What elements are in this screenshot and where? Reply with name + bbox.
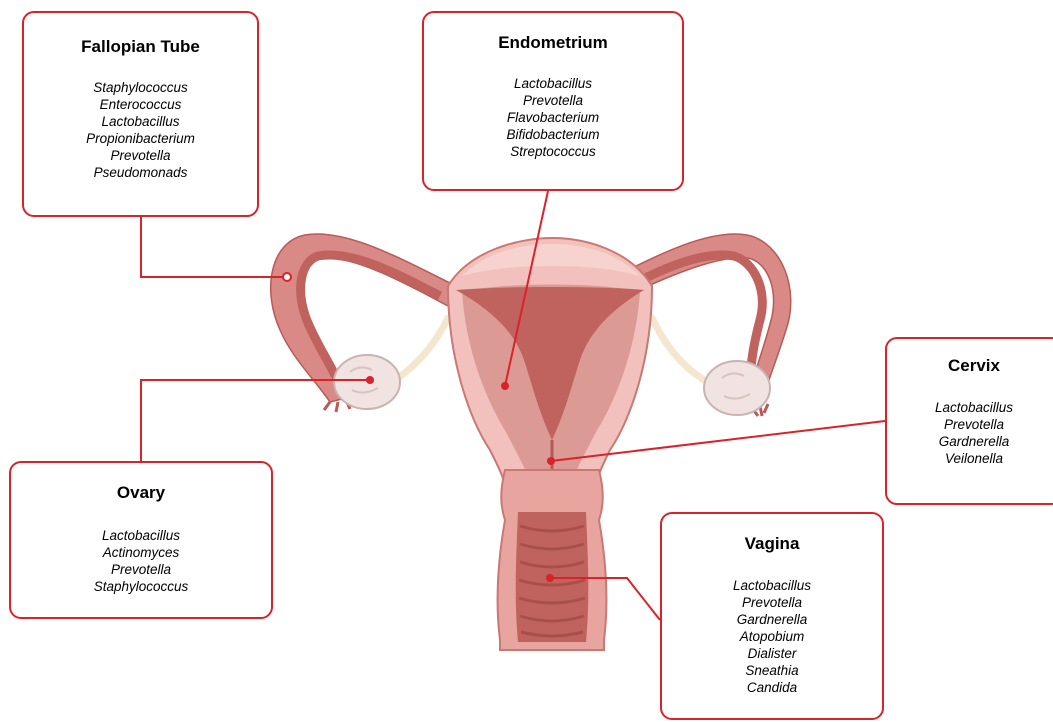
vagina-box: Vagina Lactobacillus Prevotella Gardnere…: [660, 512, 884, 720]
right-ovarian-ligament: [652, 318, 704, 380]
fallopian-leader-line: [141, 217, 287, 277]
list-item: Staphylococcus: [24, 79, 257, 96]
list-item: Dialister: [662, 645, 882, 662]
list-item: Streptococcus: [424, 143, 682, 160]
vagina-point: [546, 574, 554, 582]
fallopian-point: [283, 273, 291, 281]
right-ovary: [704, 361, 770, 415]
ovary-point: [366, 376, 374, 384]
cervix-box: Cervix Lactobacillus Prevotella Gardnere…: [885, 337, 1053, 505]
list-item: Lactobacillus: [24, 113, 257, 130]
list-item: Atopobium: [662, 628, 882, 645]
cervix-point: [547, 457, 555, 465]
list-item: Veilonella: [887, 450, 1053, 467]
list-item: Lactobacillus: [662, 577, 882, 594]
endometrium-title: Endometrium: [424, 33, 682, 53]
ovary-box: Ovary Lactobacillus Actinomyces Prevotel…: [9, 461, 273, 619]
list-item: Lactobacillus: [887, 399, 1053, 416]
ovary-title: Ovary: [11, 483, 271, 503]
endometrium-point: [501, 382, 509, 390]
list-item: Pseudomonads: [24, 164, 257, 181]
vagina-list: Lactobacillus Prevotella Gardnerella Ato…: [662, 577, 882, 696]
vagina-title: Vagina: [662, 534, 882, 554]
list-item: Propionibacterium: [24, 130, 257, 147]
endometrium-list: Lactobacillus Prevotella Flavobacterium …: [424, 75, 682, 160]
ovary-list: Lactobacillus Actinomyces Prevotella Sta…: [11, 527, 271, 595]
list-item: Gardnerella: [662, 611, 882, 628]
list-item: Prevotella: [662, 594, 882, 611]
list-item: Candida: [662, 679, 882, 696]
list-item: Staphylococcus: [11, 578, 271, 595]
cervix-title: Cervix: [887, 356, 1053, 376]
list-item: Bifidobacterium: [424, 126, 682, 143]
list-item: Flavobacterium: [424, 109, 682, 126]
fallopian-tube-list: Staphylococcus Enterococcus Lactobacillu…: [24, 79, 257, 181]
list-item: Actinomyces: [11, 544, 271, 561]
cervix-list: Lactobacillus Prevotella Gardnerella Vei…: [887, 399, 1053, 467]
endometrium-box: Endometrium Lactobacillus Prevotella Fla…: [422, 11, 684, 191]
list-item: Enterococcus: [24, 96, 257, 113]
list-item: Lactobacillus: [424, 75, 682, 92]
list-item: Prevotella: [424, 92, 682, 109]
fallopian-tube-title: Fallopian Tube: [24, 37, 257, 57]
fallopian-tube-box: Fallopian Tube Staphylococcus Enterococc…: [22, 11, 259, 217]
list-item: Sneathia: [662, 662, 882, 679]
list-item: Gardnerella: [887, 433, 1053, 450]
list-item: Lactobacillus: [11, 527, 271, 544]
left-ovarian-ligament: [398, 318, 448, 378]
list-item: Prevotella: [887, 416, 1053, 433]
list-item: Prevotella: [24, 147, 257, 164]
list-item: Prevotella: [11, 561, 271, 578]
